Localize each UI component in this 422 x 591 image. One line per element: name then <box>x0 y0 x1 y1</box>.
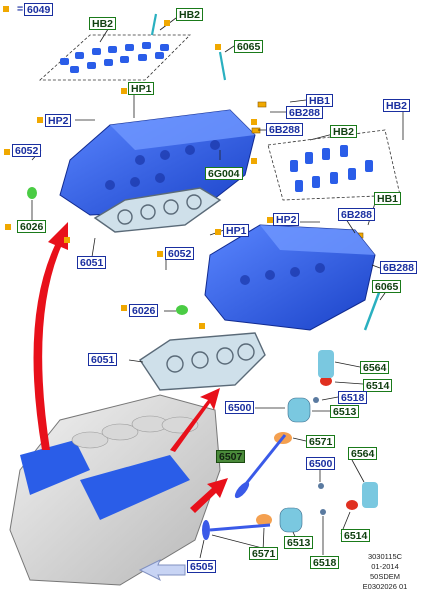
bullet-square <box>251 158 257 164</box>
callout-hb1[interactable]: HB1 <box>374 192 402 205</box>
callout-6065[interactable]: 6065 <box>372 280 402 293</box>
callout-6049[interactable]: 6049 <box>24 3 54 16</box>
upper-bolt-frame <box>38 34 401 201</box>
callout-hb2[interactable]: HB2 <box>89 17 117 30</box>
callout-6g004[interactable]: 6G004 <box>205 167 243 180</box>
callout-6b288[interactable]: 6B288 <box>286 106 323 119</box>
bolt-set-upper <box>60 42 169 73</box>
cylinder-head-lower <box>204 224 376 331</box>
bullet-square <box>215 229 221 235</box>
head-gasket-lower <box>139 332 266 391</box>
callout-6b288[interactable]: 6B288 <box>380 261 417 274</box>
figure-code: 3030115C <box>367 552 403 561</box>
bullet-square <box>121 305 127 311</box>
callout-hb2[interactable]: HB2 <box>176 8 204 21</box>
callout-6065[interactable]: 6065 <box>234 40 264 53</box>
head-gasket-upper <box>93 187 222 233</box>
callout-6571[interactable]: 6571 <box>306 435 336 448</box>
callout-6052[interactable]: 6052 <box>165 247 195 260</box>
callout-6518[interactable]: 6518 <box>338 391 368 404</box>
bullet-square <box>121 88 127 94</box>
callout-6514[interactable]: 6514 <box>341 529 371 542</box>
callout-6500[interactable]: 6500 <box>225 401 255 414</box>
callout-6b288[interactable]: 6B288 <box>266 123 303 136</box>
callout-6571[interactable]: 6571 <box>249 547 279 560</box>
red-arrows <box>33 222 228 513</box>
cylinder-head-upper <box>59 109 256 216</box>
callout-6500[interactable]: 6500 <box>306 457 336 470</box>
callout-hb2[interactable]: HB2 <box>383 99 411 112</box>
head-bolt-6065-a <box>150 13 227 81</box>
callout-hp1[interactable]: HP1 <box>128 82 155 95</box>
callout-hp1[interactable]: HP1 <box>223 224 250 237</box>
bullet-square <box>3 6 9 12</box>
callout-6513[interactable]: 6513 <box>284 536 314 549</box>
callout-6026[interactable]: 6026 <box>17 220 47 233</box>
callout-hp2[interactable]: HP2 <box>273 213 300 226</box>
bullet-square <box>164 20 170 26</box>
bullet-square <box>199 323 205 329</box>
valve-train-parts <box>202 350 378 540</box>
callout-6b288[interactable]: 6B288 <box>338 208 375 221</box>
orientation-arrow <box>138 558 186 582</box>
bullet-square <box>267 217 273 223</box>
callout-6505[interactable]: 6505 <box>187 560 217 573</box>
callout-6564[interactable]: 6564 <box>348 447 378 460</box>
callout-6564[interactable]: 6564 <box>360 361 390 374</box>
callout-6051[interactable]: 6051 <box>88 353 118 366</box>
bullet-square <box>64 237 70 243</box>
plug-6026-a <box>27 187 37 199</box>
bolt-set-right <box>290 145 373 192</box>
callout-6518[interactable]: 6518 <box>310 556 340 569</box>
figure-model: 50SDEM <box>369 572 400 581</box>
callout-6514[interactable]: 6514 <box>363 379 393 392</box>
head-bolt-6065-b <box>363 289 382 331</box>
bullet-square <box>157 251 163 257</box>
figure-ref: E0302026 01 <box>362 582 408 591</box>
plug-6026-b <box>176 305 188 315</box>
figure-date: 01-2014 <box>371 562 399 571</box>
callout-6026[interactable]: 6026 <box>129 304 159 317</box>
callout-hp2[interactable]: HP2 <box>45 114 72 127</box>
callout-6513[interactable]: 6513 <box>330 405 360 418</box>
callout-6507[interactable]: 6507 <box>216 450 246 463</box>
bullet-square <box>251 119 257 125</box>
bullet-square <box>5 224 11 230</box>
callout-6051[interactable]: 6051 <box>77 256 107 269</box>
bullet-square <box>4 149 10 155</box>
callout-6052[interactable]: 6052 <box>12 144 42 157</box>
header-equals: = <box>17 3 24 15</box>
bullet-square <box>37 117 43 123</box>
callout-hb2[interactable]: HB2 <box>330 125 358 138</box>
bullet-square <box>215 44 221 50</box>
